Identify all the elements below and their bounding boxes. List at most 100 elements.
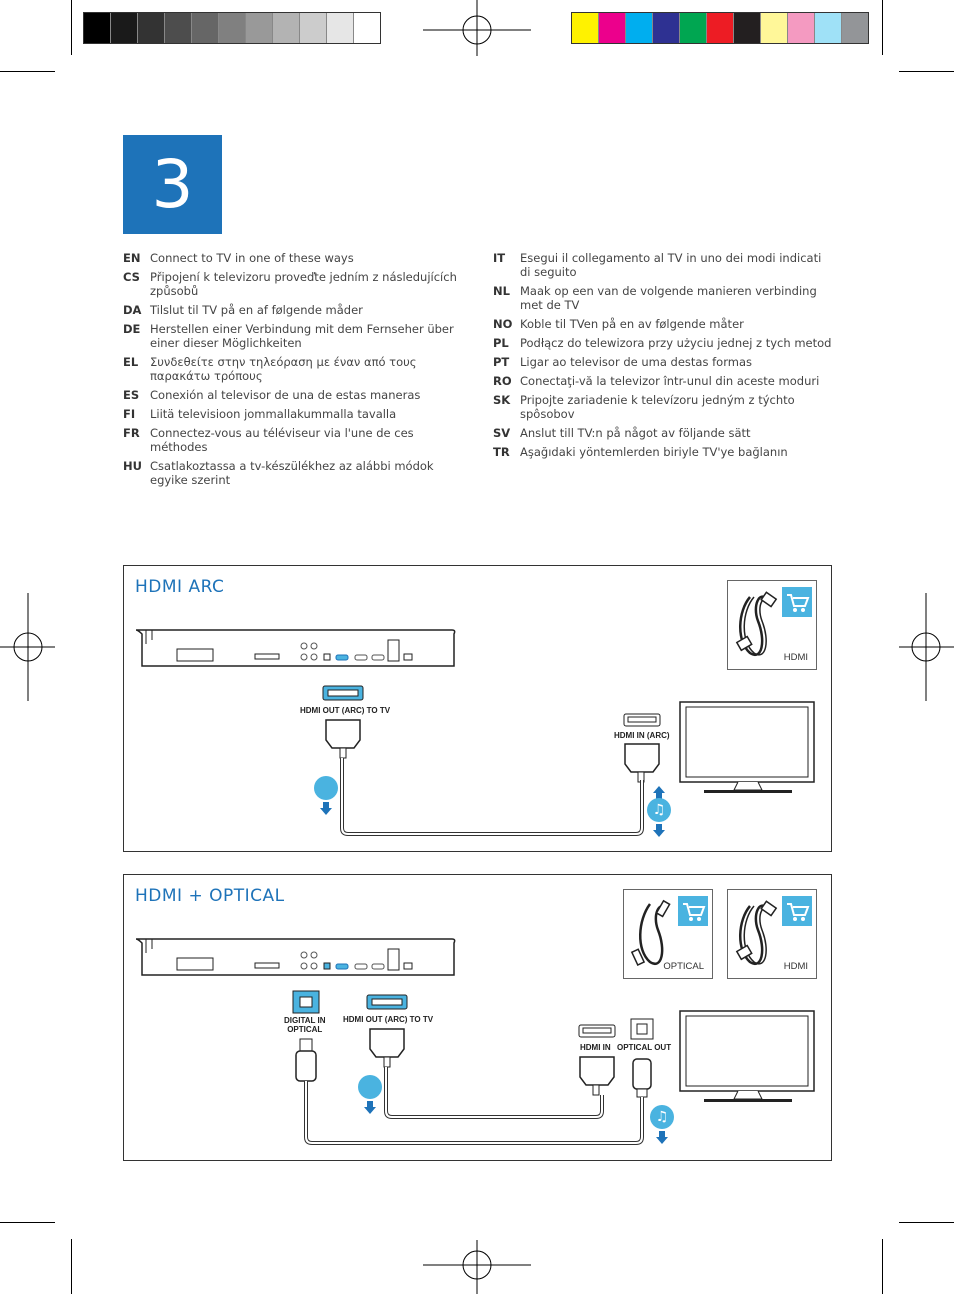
hdmi-arc-panel: HDMI ARC HDMI HDMI OUT (ARC) (123, 565, 832, 852)
color-swatch (842, 13, 868, 43)
digital-in-optical-label: DIGITAL IN OPTICAL (284, 1016, 326, 1034)
color-swatch (788, 13, 815, 43)
gray-swatch (219, 13, 246, 43)
tv-optical-out-label: OPTICAL OUT (617, 1043, 672, 1052)
language-row: CS Připojení k televizoru proveďte jedním… (123, 270, 458, 298)
gray-swatch (246, 13, 273, 43)
language-code: NO (493, 317, 513, 331)
language-row: ES Conexión al televisor de una de estas … (123, 388, 458, 402)
language-instruction: Tilslut til TV på en af følgende måder (150, 303, 363, 317)
tv-icon (679, 1010, 815, 1102)
language-instruction: Ligar ao televisor de uma destas formas (520, 355, 752, 369)
hdmi-cable-line (340, 758, 644, 836)
panel-title: HDMI ARC (135, 577, 225, 597)
language-code: TR (493, 445, 510, 459)
gray-swatch (273, 13, 300, 43)
arrow-down-icon (653, 824, 665, 837)
language-code: FI (123, 407, 136, 421)
language-code: IT (493, 251, 506, 265)
language-code: ES (123, 388, 140, 402)
audio-signal-icon: ♫ (650, 1105, 674, 1129)
video-signal-icon (358, 1075, 382, 1099)
language-code: DA (123, 303, 142, 317)
language-row: NL Maak op een van de volgende manieren v… (493, 284, 833, 312)
color-swatch (572, 13, 599, 43)
color-swatch (599, 13, 626, 43)
language-instruction: Conectaţi-vă la televizor într-unul din … (520, 374, 820, 388)
language-instruction: Připojení k televizoru proveďte jedním z… (150, 270, 457, 298)
gray-swatch (192, 13, 219, 43)
gray-swatch (300, 13, 327, 43)
language-code: RO (493, 374, 512, 388)
language-code: CS (123, 270, 140, 284)
language-row: RO Conectaţi-vă la televizor într-unul di… (493, 374, 833, 388)
video-signal-icon (314, 776, 338, 800)
device-hdmi-port-label: HDMI OUT (ARC) TO TV (300, 706, 391, 715)
arrow-down-icon (364, 1101, 376, 1114)
language-instruction: Liitä televisioon jommallakummalla taval… (150, 407, 397, 421)
language-instruction: Herstellen einer Verbindung mit dem Fern… (150, 322, 454, 350)
language-code: NL (493, 284, 510, 298)
language-list-right: IT Esegui il collegamento al TV in uno de… (493, 251, 833, 464)
color-swatch (626, 13, 653, 43)
language-instruction: Pripojte zariadenie k televízoru jedným … (520, 393, 795, 421)
tv-hdmi-arc-port-label: HDMI IN (ARC) (614, 731, 670, 740)
language-instruction: Συνδεθείτε στην τηλεόραση με έναν από το… (150, 355, 417, 383)
color-calibration-bar (571, 12, 869, 44)
language-instruction: Connect to TV in one of these ways (150, 251, 354, 265)
hdmi-plug-tv (623, 713, 661, 783)
hdmi-optical-panel: HDMI + OPTICAL OPTICAL HDMI (123, 874, 832, 1161)
cart-icon (782, 896, 812, 926)
language-instruction: Connectez-vous au téléviseur via l'une d… (150, 426, 414, 454)
color-swatch (653, 13, 680, 43)
language-code: PL (493, 336, 509, 350)
color-swatch (815, 13, 842, 43)
language-code: PT (493, 355, 510, 369)
language-instruction: Esegui il collegamento al TV in uno dei … (520, 251, 822, 279)
language-instruction: Csatlakoztassa a tv-készülékhez az alább… (150, 459, 434, 487)
language-instruction: Maak op een van de volgende manieren ver… (520, 284, 817, 312)
tv-hdmi-in-label: HDMI IN (580, 1043, 611, 1052)
language-instruction: Aşağıdaki yöntemlerden biriyle TV'ye bağ… (520, 445, 788, 459)
cart-icon (678, 896, 708, 926)
soundbar-rear-panel (135, 629, 456, 667)
language-instruction: Anslut till TV:n på något av följande sä… (520, 426, 751, 440)
language-code: SV (493, 426, 511, 440)
language-row: TR Aşağıdaki yöntemlerden biriyle TV'ye b… (493, 445, 833, 459)
language-code: HU (123, 459, 142, 473)
grayscale-calibration-bar (83, 12, 381, 44)
arrow-down-icon (656, 1131, 668, 1144)
tv-icon (679, 701, 815, 793)
hdmi-cable-accessory: HDMI (727, 580, 817, 670)
soundbar-rear-panel (135, 938, 456, 976)
hdmi-cable-icon (735, 591, 778, 656)
panel-title: HDMI + OPTICAL (135, 886, 285, 906)
optical-plug-device (292, 990, 320, 1082)
language-instruction: Conexión al televisor de una de estas ma… (150, 388, 421, 402)
gray-swatch (165, 13, 192, 43)
gray-swatch (84, 13, 111, 43)
device-hdmi-port-label: HDMI OUT (ARC) TO TV (343, 1015, 434, 1024)
cable-caption: HDMI (783, 652, 808, 663)
gray-swatch (138, 13, 165, 43)
arrow-down-icon (320, 802, 332, 815)
language-row: DA Tilslut til TV på en af følgende måder (123, 303, 458, 317)
hdmi-plug-device (322, 685, 364, 759)
arrow-up-icon (653, 786, 665, 799)
language-row: PT Ligar ao televisor de uma destas forma… (493, 355, 833, 369)
cable-lines (304, 1067, 644, 1145)
cable-caption: HDMI (783, 961, 808, 972)
step-number-badge: 3 (123, 135, 222, 234)
gray-swatch (111, 13, 138, 43)
cable-caption: OPTICAL (663, 961, 704, 972)
hdmi-cable-accessory: HDMI (727, 889, 817, 979)
cart-icon (782, 587, 812, 617)
language-row: HU Csatlakoztassa a tv-készülékhez az alá… (123, 459, 458, 487)
hdmi-plug-device (366, 994, 408, 1068)
